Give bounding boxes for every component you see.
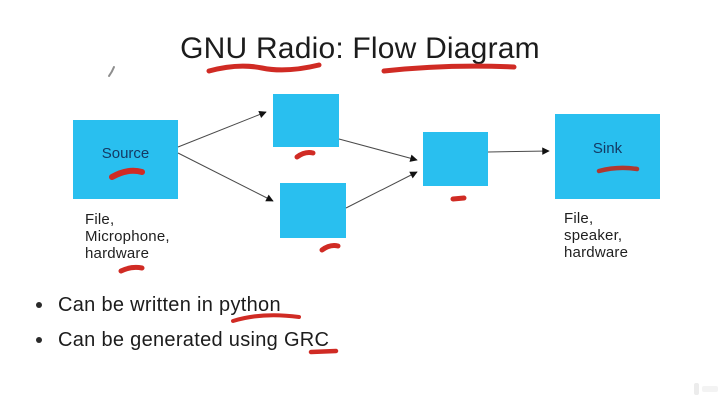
bullet-icon: [36, 302, 42, 308]
sink-caption-line: speaker,: [564, 227, 623, 244]
source-caption-line: File,: [85, 211, 115, 228]
red-mark-bottom-node: [319, 243, 341, 253]
watermark: [694, 383, 718, 395]
bullet-text: Can be written in python: [58, 294, 281, 316]
arrow-bottom-to-combiner: [345, 171, 418, 209]
combiner-node: [423, 132, 488, 186]
bullet-text: Can be generated using GRC: [58, 329, 330, 351]
source-caption: File, Microphone, hardware: [85, 211, 170, 262]
sink-node-label: Sink: [592, 140, 623, 157]
source-node-label: Source: [101, 145, 150, 162]
red-underline-title-diagram: [381, 63, 517, 74]
sink-caption-line: hardware: [564, 244, 629, 261]
arrow-top-to-combiner: [338, 138, 418, 162]
arrow-source-to-bottom: [177, 152, 274, 202]
sink-caption-line: File,: [564, 210, 594, 227]
bullet-item: Can be generated using GRC: [36, 327, 329, 353]
source-caption-line: Microphone,: [85, 228, 170, 245]
sink-caption: File, speaker, hardware: [564, 210, 628, 261]
red-mark-hardware: [118, 264, 145, 274]
sink-node: Sink: [555, 114, 660, 199]
slide-title: GNU Radio: Flow Diagram: [180, 32, 540, 65]
arrow-source-to-top: [177, 111, 267, 148]
arrow-combiner-to-sink: [487, 147, 550, 155]
red-mark-combiner-node: [450, 195, 467, 202]
bullet-item: Can be written in python: [36, 292, 281, 318]
bullet-icon: [36, 337, 42, 343]
processing-node-top: [273, 94, 339, 147]
processing-node-bottom: [280, 183, 346, 238]
source-node: Source: [73, 120, 178, 199]
red-underline-title-radio: [206, 62, 322, 74]
red-mark-top-node: [294, 150, 316, 160]
connector-arrows: [177, 111, 550, 209]
source-caption-line: hardware: [85, 245, 150, 262]
stray-pen-tick: [108, 66, 115, 77]
